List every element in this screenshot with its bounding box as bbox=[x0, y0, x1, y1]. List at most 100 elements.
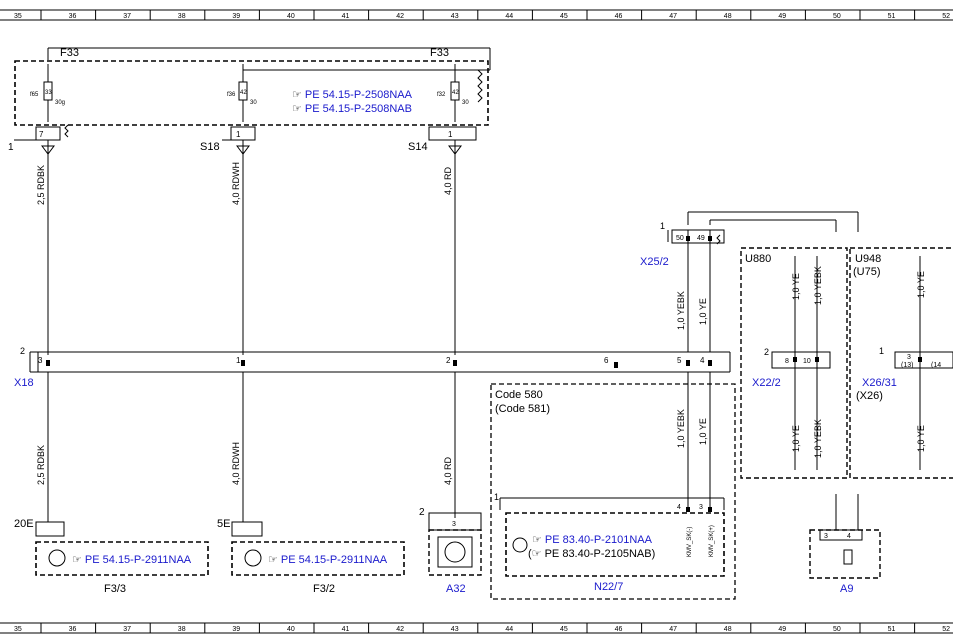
ruler-label: 35 bbox=[14, 626, 22, 633]
x22-2-conn-num: 2 bbox=[764, 347, 769, 357]
n22-7-sig-pos: KMV_SK(+) bbox=[709, 525, 715, 557]
fuse-3-num: 42 bbox=[452, 90, 459, 96]
ruler-label: 45 bbox=[560, 626, 568, 633]
x18-pin-3: 3 bbox=[38, 356, 43, 365]
f3-2-label: F3/2 bbox=[313, 583, 335, 595]
u948-wire-ye-bottom: 1,0 YE bbox=[916, 425, 926, 452]
x18-pin-2: 2 bbox=[446, 356, 451, 365]
fuse-label-right: F33 bbox=[430, 47, 449, 59]
ruler-label: 43 bbox=[451, 13, 459, 20]
ruler-label: 40 bbox=[287, 626, 295, 633]
splice-1: 1 bbox=[8, 142, 14, 153]
ruler-label: 38 bbox=[178, 626, 186, 633]
fuse-2-pin: 1 bbox=[236, 130, 241, 139]
n22-7-ref-1[interactable]: ☞ PE 83.40-P-2101NAA bbox=[532, 534, 653, 546]
x18-pin-5: 5 bbox=[677, 356, 682, 365]
x18-pins bbox=[46, 360, 712, 368]
wire-rdbk-top: 2,5 RDBK bbox=[36, 165, 46, 205]
ruler-label: 51 bbox=[888, 626, 896, 633]
x25-2-conn-num: 1 bbox=[660, 221, 665, 231]
ruler-label: 42 bbox=[396, 626, 404, 633]
x26-31-pin-14: (14 bbox=[931, 362, 941, 369]
x22-2-label[interactable]: X22/2 bbox=[752, 377, 781, 389]
ruler-label: 50 bbox=[833, 626, 841, 633]
ruler-label: 35 bbox=[14, 13, 22, 20]
x18-pin-6: 6 bbox=[604, 356, 609, 365]
ruler-label: 51 bbox=[888, 13, 896, 20]
ruler-label: 48 bbox=[724, 13, 732, 20]
u880-box bbox=[740, 247, 953, 479]
ruler-label: 41 bbox=[342, 13, 350, 20]
ruler-label: 37 bbox=[123, 626, 131, 633]
n22-7-sig-neg: KMV_SK(-) bbox=[687, 527, 693, 557]
wires-bottom bbox=[47, 230, 711, 522]
ruler-label: 40 bbox=[287, 13, 295, 20]
f3-2-ref[interactable]: ☞ PE 54.15-P-2911NAA bbox=[268, 554, 388, 566]
component-a32 bbox=[428, 512, 482, 576]
n22-7-symbol-icon bbox=[512, 537, 528, 553]
code-580: Code 580 bbox=[495, 389, 543, 401]
u880-wire-yebk-top: 1,0 YEBK bbox=[813, 266, 823, 305]
connector-x25-2 bbox=[667, 211, 859, 245]
fuse-1-id: f65 bbox=[30, 92, 39, 98]
ruler-label: 39 bbox=[232, 626, 240, 633]
wire-rd-bottom: 4,0 RD bbox=[443, 456, 453, 485]
a9-pin-4: 4 bbox=[847, 533, 851, 540]
fuse-ref-1[interactable]: ☞ PE 54.15-P-2508NAA bbox=[292, 89, 413, 101]
x25-2-label[interactable]: X25/2 bbox=[640, 256, 669, 268]
ruler-label: 39 bbox=[232, 13, 240, 20]
x25-2-pin-49: 49 bbox=[697, 235, 705, 242]
ruler-label: 36 bbox=[69, 626, 77, 633]
u948-sub: (U75) bbox=[853, 266, 881, 278]
fuse-2-id: f36 bbox=[227, 92, 236, 98]
x26-31-sub: (X26) bbox=[856, 390, 883, 402]
fuse-box-f33 bbox=[14, 47, 491, 141]
fuse-ref-2[interactable]: ☞ PE 54.15-P-2508NAB bbox=[292, 103, 412, 115]
n22-7-pin-4: 4 bbox=[677, 504, 681, 511]
ruler-label: 46 bbox=[615, 13, 623, 20]
a9-pin-3: 3 bbox=[824, 533, 828, 540]
a32-pin: 3 bbox=[452, 521, 456, 528]
f3-3-ref[interactable]: ☞ PE 54.15-P-2911NAA bbox=[72, 554, 192, 566]
a32-label[interactable]: A32 bbox=[446, 583, 466, 595]
splice-s18: S18 bbox=[200, 141, 220, 153]
f3-2-ground: 5E bbox=[217, 518, 230, 530]
u948-label: U948 bbox=[855, 253, 881, 265]
fuse-2-num: 42 bbox=[240, 90, 247, 96]
ruler-label: 52 bbox=[942, 626, 950, 633]
u880-wire-ye-top: 1,0 YE bbox=[791, 273, 801, 300]
fuse-1-pin: 7 bbox=[39, 130, 44, 139]
wire-rdwh-bottom: 4,0 RDWH bbox=[231, 442, 241, 485]
connector-x18 bbox=[29, 351, 731, 373]
fuse-3-pin: 1 bbox=[448, 130, 453, 139]
ruler-label: 45 bbox=[560, 13, 568, 20]
n22-7-conn-num: 1 bbox=[494, 492, 499, 502]
n22-7-ref-2[interactable]: (☞ PE 83.40-P-2105NAB) bbox=[528, 548, 655, 560]
x22-2-pin-8: 8 bbox=[785, 358, 789, 365]
n22-7-label[interactable]: N22/7 bbox=[594, 581, 623, 593]
x18-label[interactable]: X18 bbox=[14, 377, 34, 389]
x18-pin-4: 4 bbox=[700, 356, 705, 365]
x18-conn-num: 2 bbox=[20, 346, 25, 356]
wires-top bbox=[14, 139, 462, 355]
f3-3-ground: 20E bbox=[14, 518, 34, 530]
ruler-label: 44 bbox=[505, 626, 513, 633]
u948-wire-ye-top: 1,0 YE bbox=[916, 271, 926, 298]
wire-ye-mid: 1,0 YE bbox=[698, 418, 708, 445]
ruler-label: 43 bbox=[451, 626, 459, 633]
x25-2-pin-50: 50 bbox=[676, 235, 684, 242]
u880-wire-ye-bottom: 1,0 YE bbox=[791, 425, 801, 452]
x26-31-label[interactable]: X26/31 bbox=[862, 377, 897, 389]
ruler-label: 37 bbox=[123, 13, 131, 20]
x26-31-pin-13: (13) bbox=[901, 362, 913, 369]
ruler-label: 47 bbox=[669, 13, 677, 20]
ruler-label: 41 bbox=[342, 626, 350, 633]
n22-7-pin-3: 3 bbox=[699, 504, 703, 511]
a9-label[interactable]: A9 bbox=[840, 583, 853, 595]
splice-s14: S14 bbox=[408, 141, 428, 153]
u880-label: U880 bbox=[745, 253, 771, 265]
code-581: (Code 581) bbox=[495, 403, 550, 415]
